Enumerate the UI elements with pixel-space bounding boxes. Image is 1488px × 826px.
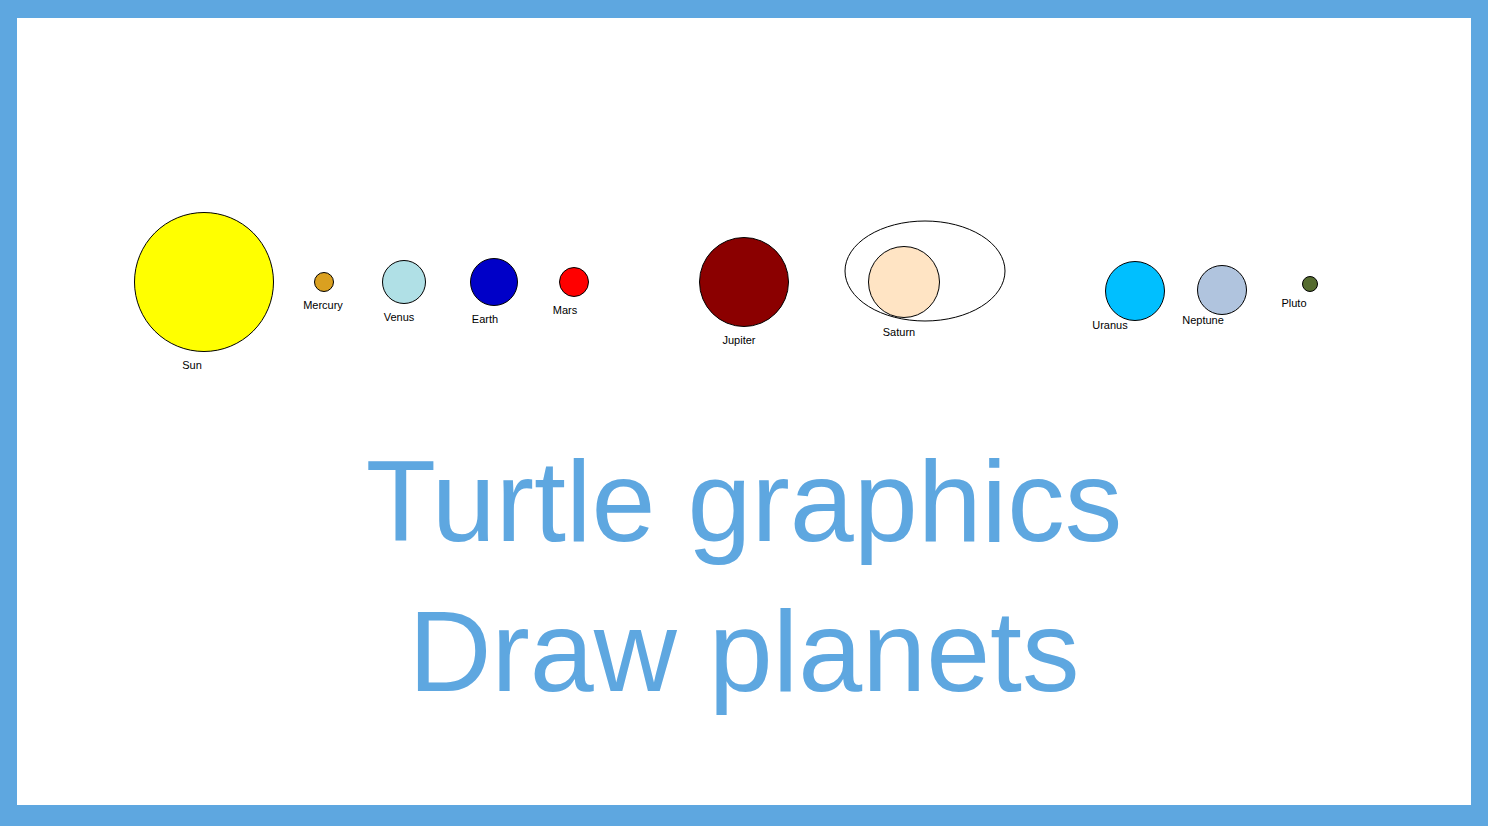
planet-disc: [135, 213, 274, 352]
planet-label: Uranus: [1092, 319, 1127, 332]
planet-disc: [315, 273, 334, 292]
planet-disc: [700, 238, 789, 327]
planet-shape: [134, 212, 274, 352]
planet-label: Saturn: [883, 326, 915, 339]
saturn-ring: [845, 221, 1005, 321]
planet-disc: [560, 268, 589, 297]
planet-circle: Venus: [382, 260, 426, 304]
planet-label: Venus: [384, 311, 415, 324]
planet-shape: [470, 258, 518, 306]
planet-shape: [314, 272, 334, 292]
planet-circle: Neptune: [1197, 265, 1247, 315]
planet-label: Earth: [472, 313, 498, 326]
planet-circle: Pluto: [1302, 276, 1318, 292]
planet-circle: Mercury: [314, 272, 334, 292]
planet-shape: [1197, 265, 1247, 315]
planet-label: Neptune: [1182, 314, 1224, 327]
planet-circle: Uranus: [1105, 261, 1165, 321]
planet-shape: [1302, 276, 1318, 292]
planet-disc: [383, 261, 426, 304]
planet-shape: [699, 237, 789, 327]
title: Turtle graphics Draw planets: [294, 426, 1194, 726]
planet-circle: Earth: [470, 258, 518, 306]
planet-disc: [1303, 277, 1318, 292]
planet-disc: [471, 259, 518, 306]
planet-circle: Jupiter: [699, 237, 789, 327]
planet-label: Pluto: [1281, 297, 1306, 310]
planet-shape: [559, 267, 589, 297]
planet-shape: [382, 260, 426, 304]
planet-shape: [868, 246, 940, 318]
planet-label: Mercury: [303, 299, 343, 312]
planet-circle: Sun: [134, 212, 274, 352]
planet-disc: [1198, 266, 1247, 315]
planet-shape: [1105, 261, 1165, 321]
planet-disc: [869, 247, 940, 318]
planet-label: Sun: [182, 359, 202, 372]
planet-circle: Saturn: [868, 246, 940, 318]
planet-label: Mars: [553, 304, 577, 317]
planet-label: Jupiter: [722, 334, 755, 347]
planet-circle: Mars: [559, 267, 589, 297]
planet-disc: [1106, 262, 1165, 321]
